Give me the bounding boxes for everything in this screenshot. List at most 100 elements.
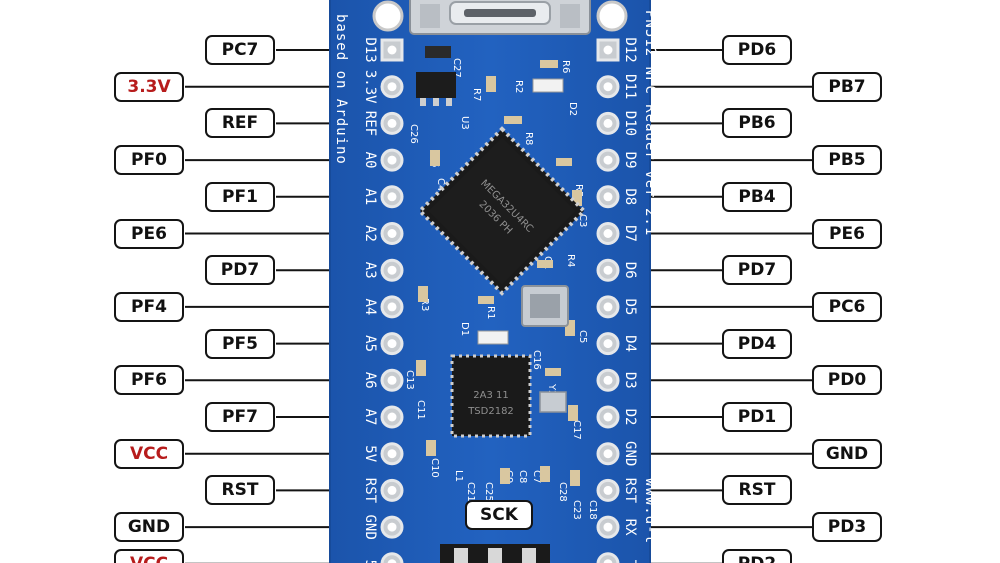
left-pin-label-5: PE6	[114, 218, 184, 249]
left-silk-11: 5V	[362, 445, 378, 462]
component-ref: C3	[577, 214, 588, 227]
left-pad-hole-1	[387, 82, 397, 92]
right-pad-hole-0	[603, 45, 613, 55]
left-pin-label-12: RST	[205, 475, 275, 506]
right-silk-6: D6	[622, 262, 638, 279]
right-silk-14: T	[622, 560, 638, 563]
component-ref: C28	[557, 482, 568, 502]
left-pad-hole-4	[387, 192, 397, 202]
left-pin-label-11: VCC	[114, 438, 184, 469]
right-pin-label-8: PD4	[722, 328, 792, 359]
component-ref: C17	[571, 420, 582, 440]
right-silk-5: D7	[622, 225, 638, 242]
right-pad-hole-2	[603, 118, 613, 128]
left-silk-13: GND	[362, 514, 378, 539]
bottom-header	[440, 544, 550, 563]
right-silk-0: D12	[622, 37, 638, 62]
pcb-body	[329, 0, 651, 563]
left-pad-hole-6	[387, 265, 397, 275]
component-ref: C4	[435, 178, 446, 191]
component-ref: R1	[485, 306, 496, 319]
left-pad-hole-0	[387, 45, 397, 55]
left-silk-2: REF	[362, 111, 378, 136]
right-silk-2: D10	[622, 111, 638, 136]
led-d2	[532, 78, 564, 93]
nfc-chip: 2A3 11 TSD2182	[450, 354, 532, 438]
component-ref: C16	[531, 350, 542, 370]
left-pad-hole-11	[387, 449, 397, 459]
mounting-hole	[596, 0, 628, 32]
component-ref: R7	[471, 88, 482, 101]
right-pin-label-9: PD0	[812, 365, 882, 396]
board-text-right-bottom: www.d-l	[642, 478, 658, 544]
component-ref: D1	[459, 322, 470, 336]
right-silk-12: RST	[622, 478, 638, 504]
small-passives	[416, 60, 582, 486]
left-pad-hole-3	[387, 155, 397, 165]
left-silk-6: A3	[362, 262, 378, 279]
right-pad-hole-4	[603, 192, 613, 202]
left-pin-label-4: PF1	[205, 181, 275, 212]
right-pad-hole-12	[603, 485, 613, 495]
right-pin-label-0: PD6	[722, 35, 792, 65]
left-pad-hole-12	[387, 485, 397, 495]
left-pad-hole-7	[387, 302, 397, 312]
right-silk-3: D9	[622, 152, 638, 169]
right-pad-hole-13	[603, 522, 613, 532]
left-pin-label-3: PF0	[114, 145, 184, 176]
right-pad-hole-7	[603, 302, 613, 312]
right-pin-label-10: PD1	[722, 402, 792, 432]
left-pad-hole-9	[387, 375, 397, 385]
crystal-y2	[539, 391, 567, 413]
right-pad-14	[596, 552, 620, 563]
left-silk-1: 3.3V	[362, 70, 378, 104]
usb-connector	[409, 0, 591, 35]
right-pin-label-7: PC6	[812, 291, 882, 322]
left-pin-label-2: REF	[205, 108, 275, 139]
component-ref: C13	[404, 370, 415, 390]
left-silk-14: 5	[362, 560, 378, 563]
right-silk-9: D3	[622, 372, 638, 389]
pin-pads	[380, 38, 620, 563]
left-silk-4: A1	[362, 188, 378, 205]
board-text-right: PN512 NFC Reader ver 2.1	[642, 10, 658, 236]
right-pad-hole-6	[603, 265, 613, 275]
right-silk-10: D2	[622, 409, 638, 426]
component-ref: L1	[453, 470, 464, 482]
right-pad-hole-11	[603, 449, 613, 459]
right-pin-label-3: PB5	[812, 145, 882, 176]
component-ref: C23	[571, 500, 582, 520]
left-pin-label-14: VCC	[114, 548, 184, 563]
component-ref: C26	[408, 124, 419, 144]
left-pin-label-9: PF6	[114, 365, 184, 396]
left-pad-hole-2	[387, 118, 397, 128]
right-pin-label-2: PB6	[722, 108, 792, 139]
crystal	[521, 285, 569, 327]
component-ref: C18	[587, 500, 598, 520]
left-pad-hole-8	[387, 339, 397, 349]
component-ref: C11	[415, 400, 426, 420]
right-silk-1: D11	[622, 74, 638, 99]
component-ref: C21	[465, 482, 476, 502]
led-d1	[477, 330, 509, 345]
right-pin-label-11: GND	[812, 438, 882, 469]
component-ref: C5	[577, 330, 588, 343]
left-pin-label-10: PF7	[205, 402, 275, 432]
nfc-marking-1: 2A3 11	[473, 390, 508, 401]
component-ref: R3	[419, 298, 430, 311]
right-pin-label-13: PD3	[812, 512, 882, 543]
left-silk-5: A2	[362, 225, 378, 242]
right-pin-label-12: RST	[722, 475, 792, 506]
right-pad-hole-8	[603, 339, 613, 349]
left-silk-0: D13	[362, 37, 378, 62]
right-pin-label-4: PB4	[722, 181, 792, 212]
right-pin-label-14: PD2	[722, 548, 792, 563]
component-ref: C27	[451, 58, 462, 78]
left-silk-3: A0	[362, 152, 378, 169]
right-silk-4: D8	[622, 188, 638, 205]
right-pin-label-6: PD7	[722, 255, 792, 286]
left-pin-label-8: PF5	[205, 328, 275, 359]
right-pad-hole-10	[603, 412, 613, 422]
